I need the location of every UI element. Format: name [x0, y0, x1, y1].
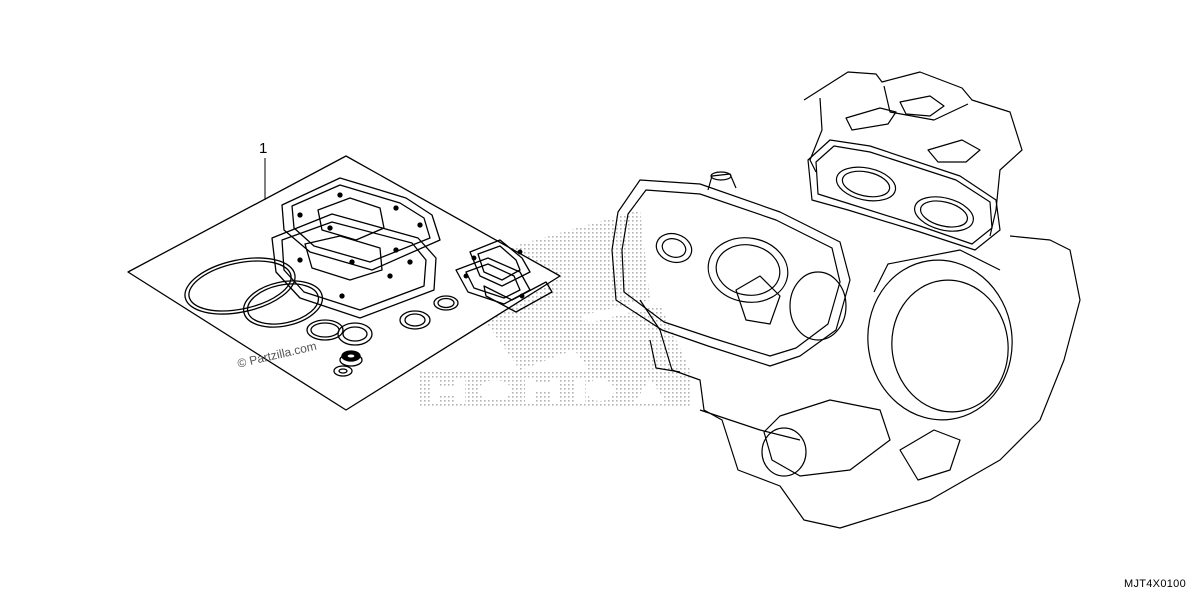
- diagram-code: MJT4X0100: [1123, 578, 1186, 590]
- brand-logo-watermark: [420, 210, 690, 408]
- gasket-kit-a[interactable]: [127, 155, 561, 411]
- engine-assembly: [611, 71, 1081, 529]
- callout-number[interactable]: 1: [259, 140, 268, 157]
